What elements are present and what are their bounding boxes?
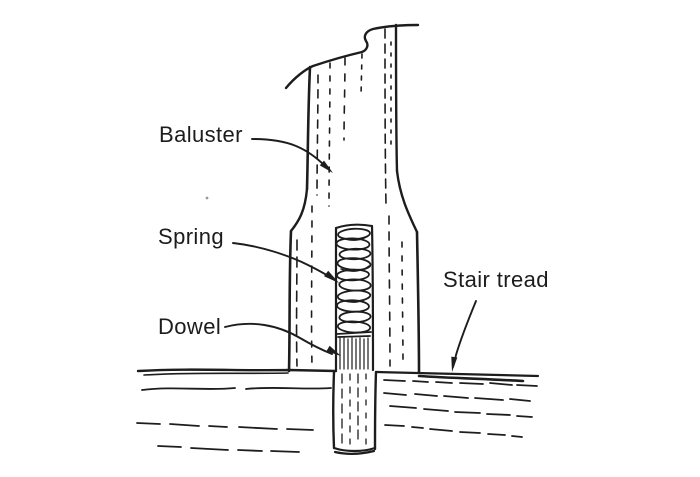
tread-surface-right (375, 370, 540, 378)
grain-line (343, 57, 346, 141)
stray-mark (205, 196, 209, 200)
cavity-right-wall (370, 224, 375, 372)
spring-loop (336, 289, 372, 303)
baluster-right-shoulder (395, 169, 419, 234)
tread-grain (136, 379, 538, 453)
baluster-arrowhead-icon (319, 160, 333, 173)
tread-surface-left-double (143, 372, 289, 376)
dowel-top-edge (336, 331, 372, 338)
spring-loop (338, 247, 372, 261)
stair-tread-leader-line (452, 300, 477, 368)
tread-grain-row (389, 405, 533, 418)
tread-grain-row (136, 422, 314, 431)
dowel-lower-right-edge (373, 370, 378, 451)
tread-grain-row (157, 445, 300, 453)
dowel-lower-left-edge (332, 370, 336, 450)
tread-grain-row (384, 424, 523, 438)
stair-tread-drawing (136, 368, 540, 383)
tread-surface-left (136, 368, 338, 373)
baluster-block-left-edge (287, 229, 293, 373)
stair-tread-arrowhead-icon (451, 356, 458, 372)
baluster-break-line (284, 23, 420, 90)
tread-grain-row (141, 386, 332, 391)
baluster-outline (284, 23, 421, 374)
grain-line (328, 62, 331, 207)
tread-grain-row (383, 379, 538, 387)
dowel-arrowhead-icon (326, 345, 341, 356)
baluster-wood-grain (205, 28, 404, 367)
dowel-shank-stripes (339, 337, 369, 370)
label-stair-tread: Stair tread (443, 267, 549, 292)
spring-scribble (340, 235, 370, 303)
grain-line (388, 215, 391, 367)
dowel-leader-line (224, 322, 333, 355)
spring-coil (335, 227, 372, 334)
tread-surface-right-double (417, 374, 525, 383)
cavity-top-edge (335, 223, 373, 229)
baluster-leader-line (251, 138, 326, 167)
grain-line (401, 241, 404, 367)
grain-line (316, 74, 319, 196)
dowel-lower-grain (341, 373, 367, 445)
label-baluster: Baluster (159, 122, 243, 147)
dowel-bottom-cap (332, 446, 377, 455)
grain-line (384, 28, 387, 206)
grain-line (360, 53, 363, 97)
spring-leader-line (232, 242, 334, 280)
baluster-shaft-left-edge (305, 65, 312, 191)
baluster-block-right-edge (415, 230, 421, 374)
spring-arrowhead-icon (324, 270, 339, 283)
label-spring: Spring (158, 224, 224, 249)
baluster-shaft-right-edge (394, 23, 399, 173)
spring-loop (336, 268, 370, 282)
dowel-drawing (332, 331, 378, 455)
leader-lines (224, 138, 477, 372)
tread-grain-row (383, 392, 531, 402)
label-dowel: Dowel (158, 314, 222, 339)
baluster-left-shoulder (289, 187, 309, 233)
